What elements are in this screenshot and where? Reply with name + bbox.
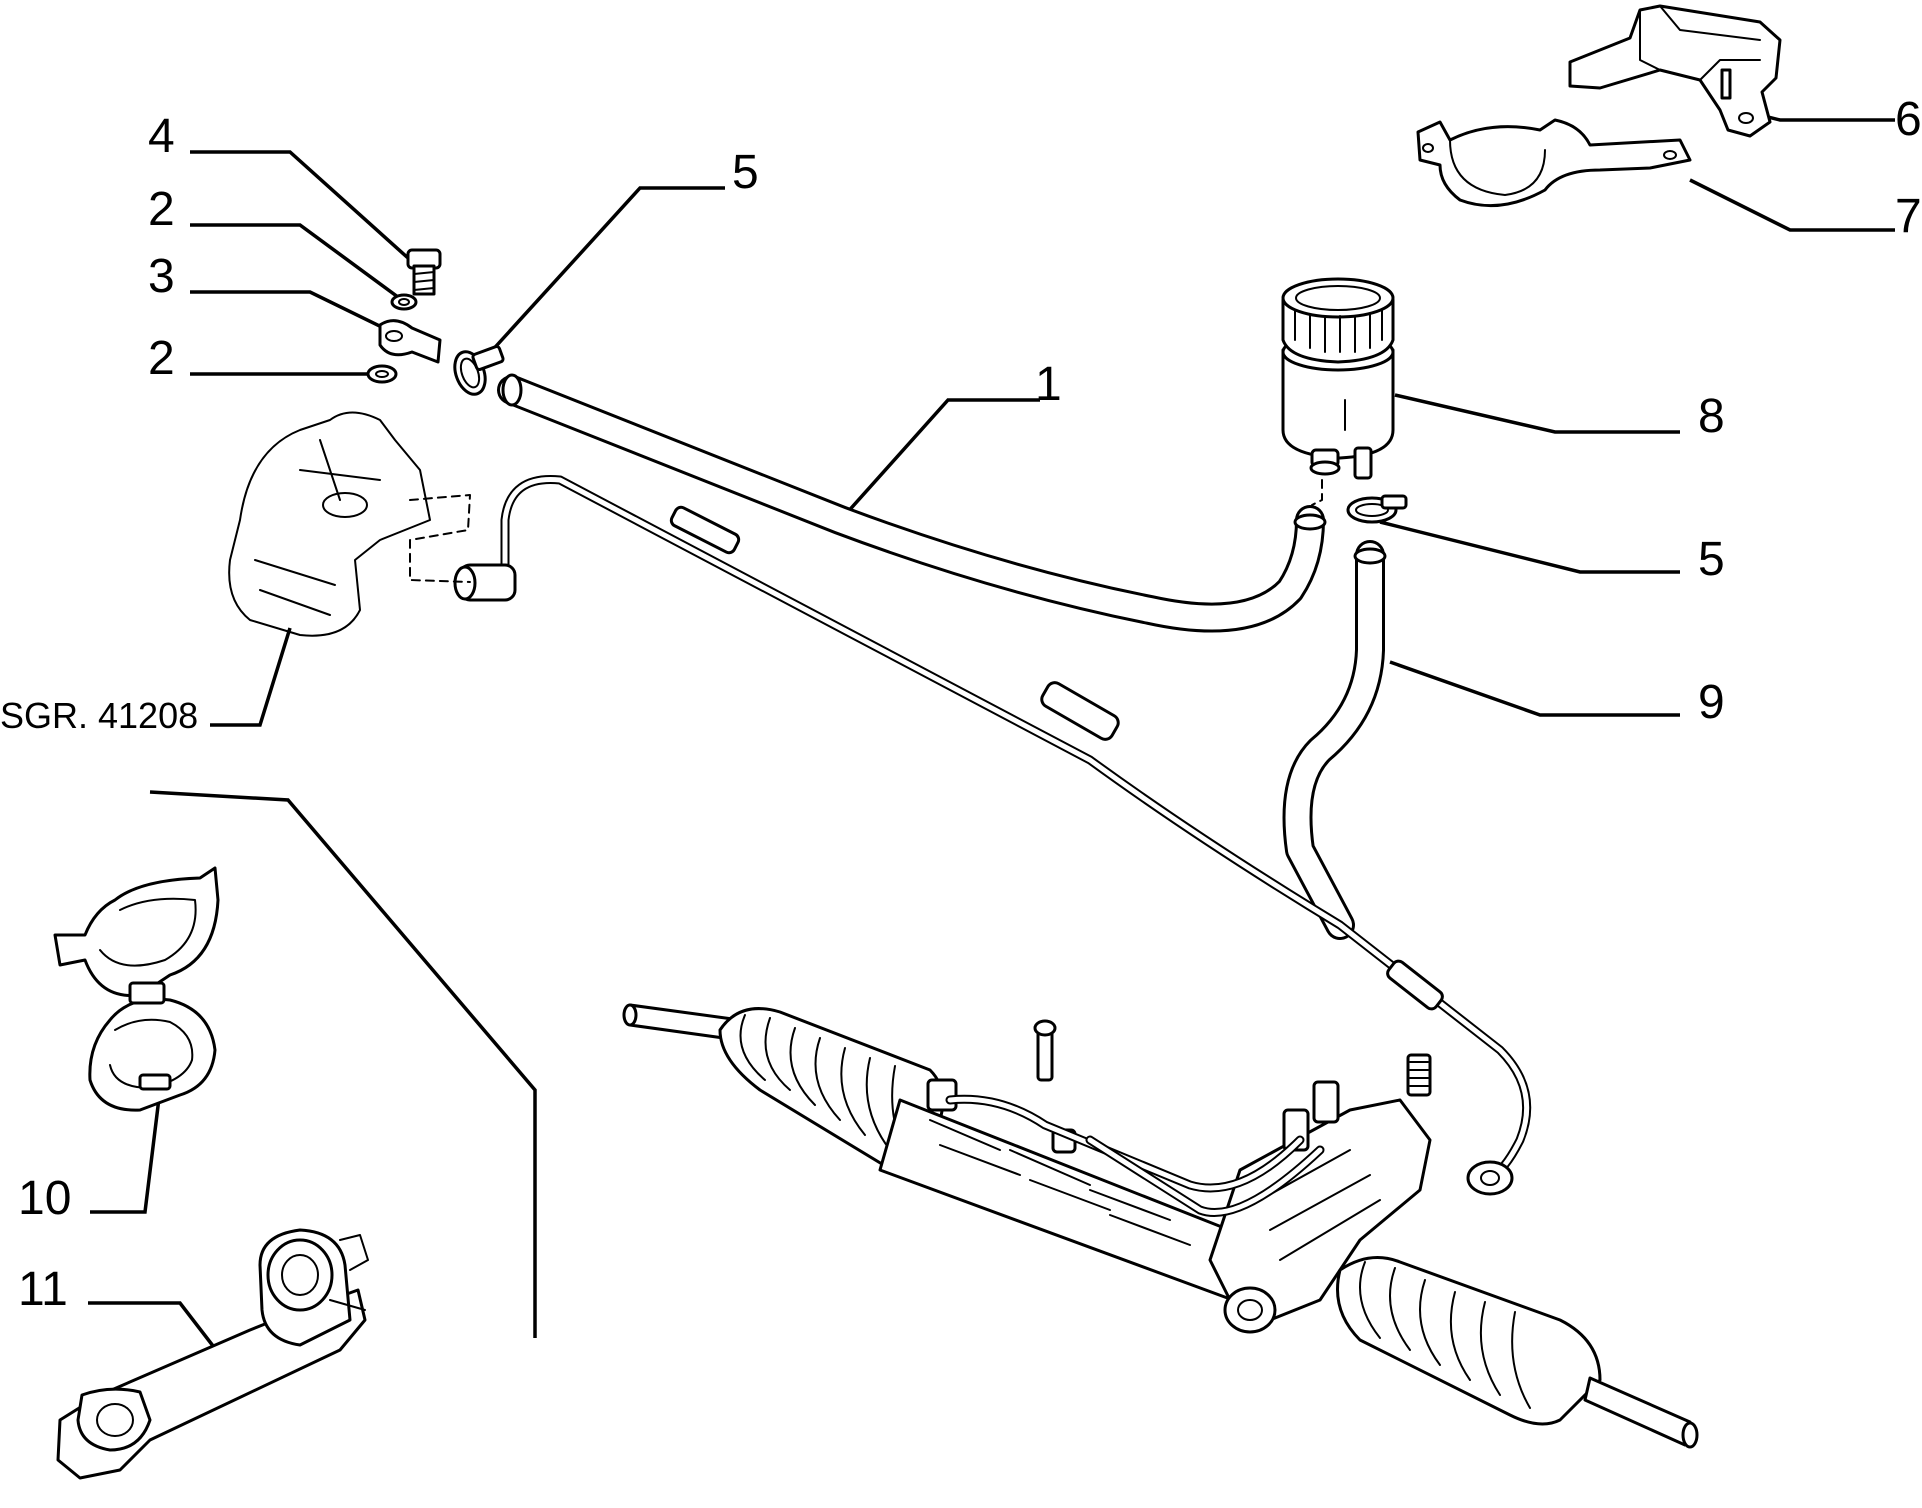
label-part-4: 4 xyxy=(148,110,175,163)
steering-rack xyxy=(622,1003,1699,1449)
label-part-5-left: 5 xyxy=(732,146,759,199)
bracket-part-6 xyxy=(1568,4,1782,138)
label-part-10: 10 xyxy=(18,1172,71,1225)
label-part-11: 11 xyxy=(18,1263,68,1316)
pressure-pipe xyxy=(453,475,1532,1196)
label-part-8: 8 xyxy=(1698,390,1725,443)
fittings xyxy=(366,248,505,396)
pump-reference-label: SGR. 41208 xyxy=(0,695,198,736)
label-part-2-lower: 2 xyxy=(148,332,175,385)
label-part-6: 6 xyxy=(1895,93,1922,146)
clamp-part-5-right xyxy=(1346,494,1408,524)
label-part-9: 9 xyxy=(1698,676,1725,729)
label-part-2-upper: 2 xyxy=(148,183,175,236)
clip-part-10 xyxy=(53,866,220,1112)
banjo-part-3 xyxy=(378,319,442,364)
callout-labels: 4 2 3 2 5 1 6 7 8 5 9 10 11 SGR. 41208 xyxy=(0,93,1922,1316)
bracket-part-7 xyxy=(1416,118,1692,208)
hose-part-9 xyxy=(1282,540,1387,940)
clamp-part-5 xyxy=(453,345,505,396)
label-part-3: 3 xyxy=(148,250,175,303)
label-part-7: 7 xyxy=(1895,190,1922,243)
washer-part-2-lower xyxy=(366,364,398,384)
reservoir-part-8 xyxy=(1281,277,1395,506)
label-part-1: 1 xyxy=(1035,358,1062,411)
washer-part-2 xyxy=(390,293,418,311)
bush-part-11 xyxy=(56,1228,369,1480)
label-part-5-right: 5 xyxy=(1698,533,1725,586)
hose-part-1 xyxy=(497,373,1327,633)
pump-outline xyxy=(228,411,471,637)
